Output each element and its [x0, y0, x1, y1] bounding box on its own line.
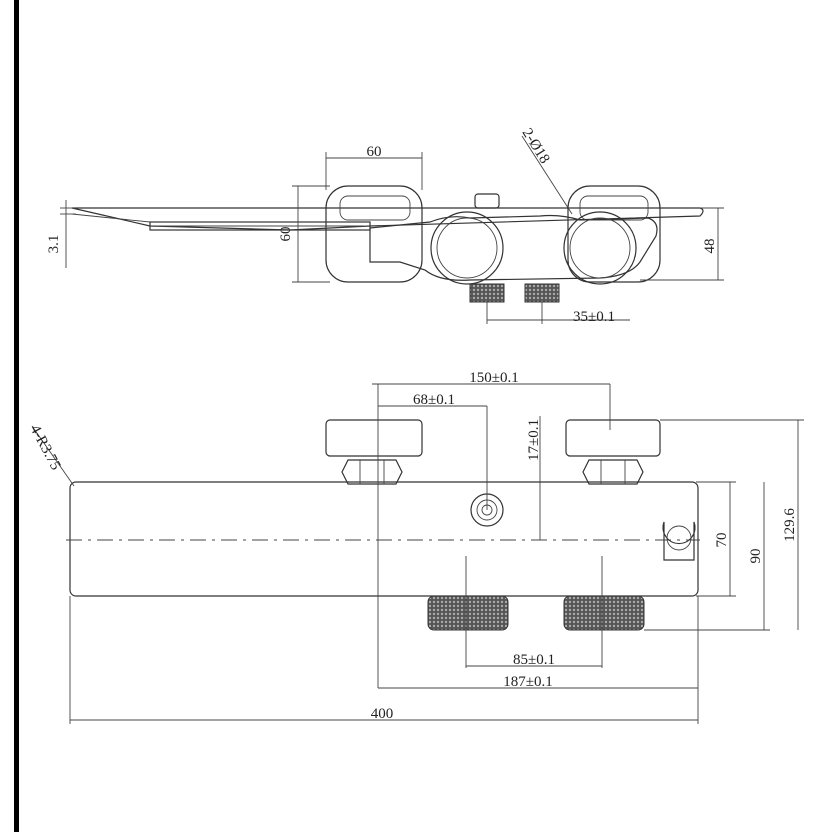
left-thread-connector	[469, 283, 505, 303]
shelf-rail	[149, 221, 371, 231]
left-round-knob	[430, 211, 504, 285]
dim-label-height: 60	[278, 227, 294, 242]
right-knurled-knob	[563, 595, 645, 631]
dim-label-85: 85±0.1	[513, 652, 555, 668]
right-round-knob	[563, 211, 637, 285]
frame-bar	[14, 0, 19, 832]
top-outlet-cap	[474, 193, 500, 209]
dim-label-187: 187±0.1	[503, 674, 552, 690]
left-round-knob-inner	[436, 217, 498, 279]
dim-label-width: 60	[367, 144, 382, 160]
right-handle-block	[567, 185, 661, 283]
hook-slot	[662, 521, 696, 561]
dim-label-70: 70	[714, 533, 730, 548]
plate-outline	[69, 481, 699, 597]
left-handle-block	[325, 185, 423, 283]
shelf-bevel	[71, 213, 151, 223]
right-hex-nut	[582, 459, 644, 485]
dim-label-150: 150±0.1	[469, 370, 518, 386]
right-handle-cap	[565, 419, 661, 457]
left-knurled-knob	[427, 595, 509, 631]
leader-holes	[521, 135, 573, 215]
dim-label-17: 17±0.1	[526, 419, 542, 461]
dim-label-68: 68±0.1	[413, 392, 455, 408]
dim-label-radius: 4-R3.75	[26, 422, 63, 473]
dim-label-129: 129.6	[782, 508, 798, 542]
dim-label-height-48: 48	[702, 239, 718, 254]
left-hex-nut	[341, 459, 403, 485]
top-view: 150±0.1 68±0.1 17±0.1 4-R3.75 70 90 129.…	[26, 370, 804, 724]
left-handle-cap	[325, 419, 423, 457]
right-thread-connector	[524, 283, 560, 303]
right-round-knob-inner	[569, 217, 631, 279]
dim-label-90: 90	[748, 549, 764, 564]
side-view: 60 60 3.1 48 2-Ø18 35±0.1	[46, 126, 724, 325]
hook-hole	[666, 525, 692, 551]
leader-radius	[31, 425, 75, 487]
dim-label-thickness: 3.1	[46, 235, 62, 254]
right-handle-top	[579, 195, 649, 221]
dim-label-400: 400	[371, 706, 394, 722]
dim-label-spacing: 35±0.1	[573, 309, 615, 325]
left-handle-top	[339, 195, 411, 221]
dim-label-holes: 2-Ø18	[519, 126, 553, 167]
